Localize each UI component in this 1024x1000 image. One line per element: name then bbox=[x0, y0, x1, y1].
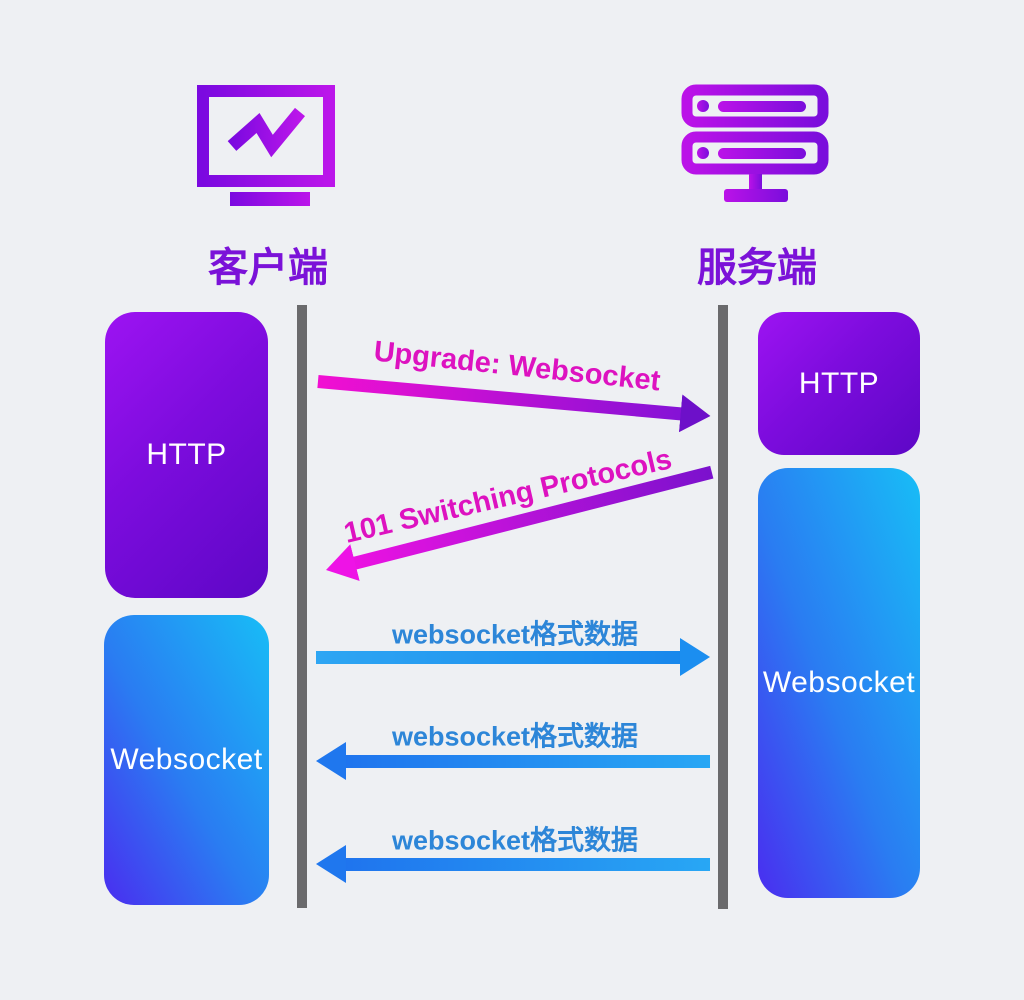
server-websocket-box: Websocket bbox=[758, 468, 920, 898]
client-lifeline bbox=[297, 305, 307, 908]
server-websocket-label: Websocket bbox=[762, 666, 916, 699]
websocket-data-arrow-shaft bbox=[343, 755, 710, 768]
switching-arrowhead-icon bbox=[321, 544, 359, 588]
pulse-line-icon bbox=[227, 107, 306, 158]
server-http-label: HTTP bbox=[798, 366, 880, 400]
server-row-top bbox=[681, 84, 829, 128]
websocket-data-arrowhead-icon bbox=[316, 845, 346, 883]
server-slot-top bbox=[718, 101, 806, 112]
server-rack-icon bbox=[681, 84, 829, 202]
server-led-bottom bbox=[697, 147, 709, 159]
server-slot-bottom bbox=[718, 148, 806, 159]
websocket-data-arrowhead-icon bbox=[316, 742, 346, 780]
monitor-stand bbox=[230, 192, 310, 206]
client-websocket-box: Websocket bbox=[104, 615, 269, 905]
websocket-data-label-1: websocket格式数据 bbox=[391, 619, 639, 650]
websocket-data-label-3: websocket格式数据 bbox=[391, 825, 639, 856]
server-led-top bbox=[697, 100, 709, 112]
websocket-data-arrowhead-icon bbox=[680, 638, 710, 676]
server-row-bottom bbox=[681, 131, 829, 175]
websocket-data-arrow-left-2 bbox=[316, 844, 710, 884]
websocket-data-arrow-left-1 bbox=[316, 741, 710, 781]
client-http-box: HTTP bbox=[105, 312, 268, 598]
server-lifeline bbox=[718, 305, 728, 909]
websocket-data-arrow-shaft bbox=[343, 858, 710, 871]
client-label: 客户端 bbox=[208, 246, 328, 290]
client-monitor-icon bbox=[197, 85, 335, 206]
server-http-box: HTTP bbox=[758, 312, 920, 455]
client-http-label: HTTP bbox=[146, 438, 227, 471]
websocket-data-label-2: websocket格式数据 bbox=[391, 721, 639, 752]
websocket-data-arrow-shaft bbox=[316, 651, 683, 664]
server-foot bbox=[724, 189, 788, 202]
monitor-screen-frame bbox=[197, 85, 335, 187]
server-label: 服务端 bbox=[697, 246, 817, 290]
server-stem bbox=[749, 174, 762, 192]
client-websocket-label: Websocket bbox=[110, 743, 263, 776]
upgrade-arrowhead-icon bbox=[679, 394, 712, 435]
websocket-data-arrow-right bbox=[316, 637, 710, 677]
